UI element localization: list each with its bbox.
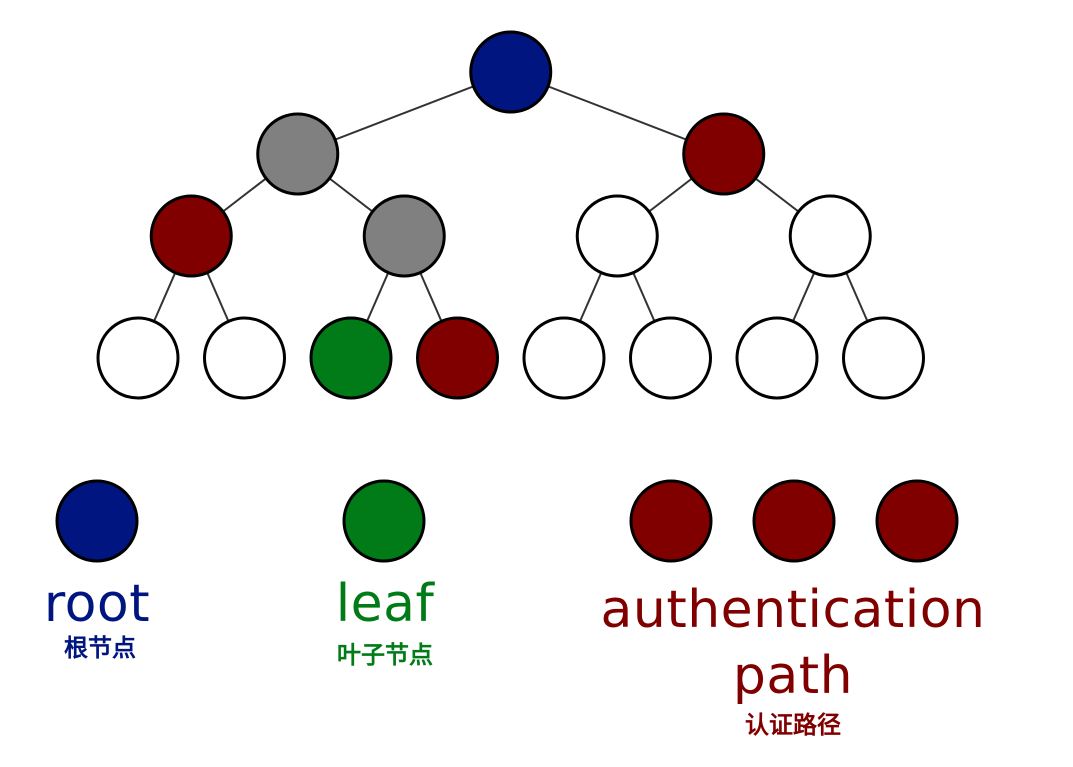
tree-node-path bbox=[149, 194, 233, 278]
tree-node-empty bbox=[788, 194, 872, 278]
legend-path-swatch bbox=[875, 479, 959, 563]
legend-path-label-line1: authentication bbox=[600, 580, 986, 640]
tree-node-path bbox=[682, 112, 766, 196]
legend-path-sublabel: 认证路径 bbox=[745, 711, 841, 739]
legend-leaf-swatch bbox=[342, 479, 426, 563]
legend-root-label: root bbox=[43, 574, 151, 634]
tree-edges bbox=[137, 71, 885, 359]
tree-node-internal bbox=[362, 194, 446, 278]
legend-leaf-sublabel: 叶子节点 bbox=[337, 641, 433, 669]
legend-path-label-line2: path bbox=[732, 646, 854, 706]
legend-root-swatch bbox=[55, 479, 139, 563]
tree-node-empty bbox=[575, 194, 659, 278]
legend-path-swatch bbox=[752, 479, 836, 563]
legend-leaf-label: leaf bbox=[335, 574, 435, 634]
tree-node-empty bbox=[203, 316, 286, 400]
tree-node-root bbox=[469, 30, 553, 114]
legend-path-swatch bbox=[629, 479, 713, 563]
tree-node-path bbox=[416, 316, 499, 400]
tree-node-empty bbox=[629, 316, 712, 400]
tree-nodes bbox=[96, 30, 925, 400]
legend-root-sublabel: 根节点 bbox=[64, 634, 136, 662]
tree-node-leaf bbox=[309, 316, 393, 400]
tree-node-internal bbox=[256, 112, 340, 196]
tree-node-empty bbox=[522, 316, 606, 400]
tree-node-empty bbox=[735, 316, 819, 400]
tree-node-empty bbox=[96, 316, 180, 400]
tree-node-empty bbox=[842, 316, 925, 400]
legend-swatches bbox=[55, 479, 959, 563]
